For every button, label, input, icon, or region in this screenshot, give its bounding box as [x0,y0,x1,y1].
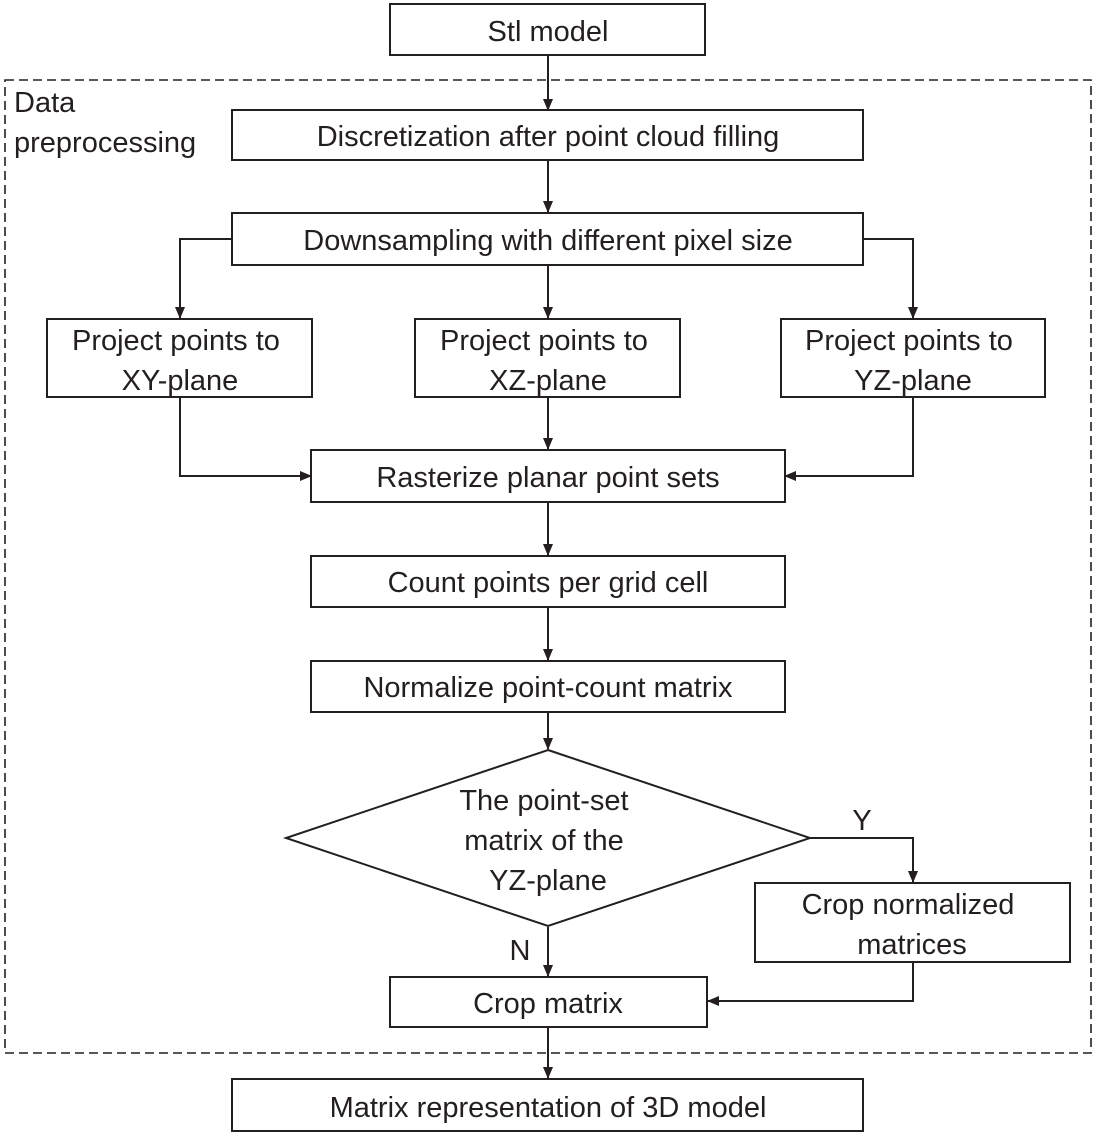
arrow-downsample-to-proj-xy [175,238,232,319]
preprocessing-group-border [4,79,1092,1054]
connectors [175,55,918,1079]
svg-text:Normalize point-count matrix: Normalize point-count matrix [363,672,733,704]
node-discretization: Discretization after point cloud filling [231,109,864,161]
node-count-points: Count points per grid cell [310,555,786,608]
node-stl-model: Stl model [389,3,706,56]
node-crop-matrix: Crop matrix [389,976,708,1028]
node-normalize: Normalize point-count matrix [310,660,786,713]
svg-text:Crop matrix: Crop matrix [473,988,623,1020]
arrow-crop-norm-to-crop [707,962,914,1006]
svg-text:Downsampling with different pi: Downsampling with different pixel size [303,225,792,257]
svg-text:Project points to XZ-pla: Project points to XZ-plane [440,325,656,397]
edge-label-yes: Y [852,805,871,837]
arrow-proj-yz-to-rasterize [784,397,914,481]
node-decision: The point-set matrix of the YZ-plane [282,748,814,928]
arrow-decision-yes-to-crop-norm [810,837,918,883]
svg-text:Crop normalized matrices: Crop normalized matrices [802,889,1023,961]
node-rasterize: Rasterize planar point sets [310,449,786,503]
node-project-yz: Project points to YZ-plane [780,318,1046,398]
group-label: Data preprocessing [14,87,196,159]
svg-text:Project points to XY-pla: Project points to XY-plane [72,325,288,397]
node-project-xz: Project points to XZ-plane [414,318,681,398]
node-project-xy: Project points to XY-plane [46,318,313,398]
arrow-downsample-to-proj-yz [863,238,918,319]
svg-text:Matrix representation of 3D mo: Matrix representation of 3D model [330,1092,767,1124]
svg-text:Rasterize planar point sets: Rasterize planar point sets [376,462,719,494]
svg-text:Discretization after point clo: Discretization after point cloud filling [317,121,780,153]
node-crop-normalized: Crop normalized matrices [754,882,1071,963]
svg-text:The point-set matrix of: The point-set matrix of the YZ-plane [459,785,636,897]
arrow-proj-xy-to-rasterize [179,397,312,481]
svg-text:Count points per grid cell: Count points per grid cell [388,567,709,599]
svg-text:Project points to YZ-pla: Project points to YZ-plane [805,325,1021,397]
node-downsampling: Downsampling with different pixel size [231,212,864,266]
svg-text:Stl model: Stl model [488,16,609,48]
edge-label-no: N [510,935,531,967]
node-output: Matrix representation of 3D model [231,1078,864,1132]
